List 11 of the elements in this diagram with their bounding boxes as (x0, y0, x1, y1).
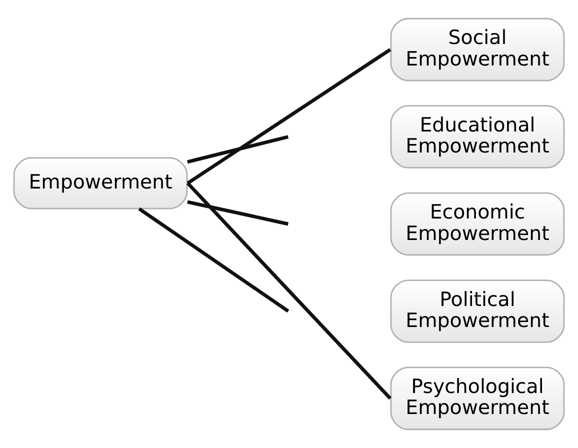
node-box: Political Empowerment (390, 280, 565, 343)
node-box: Educational Empowerment (390, 105, 565, 168)
connector (186, 48, 392, 185)
node-box: Social Empowerment (390, 18, 565, 82)
connector (186, 182, 392, 400)
connector (187, 200, 289, 226)
connector (187, 135, 289, 164)
node-box: Psychological Empowerment (390, 366, 565, 430)
node-box: Empowerment (13, 157, 188, 210)
node-box: Economic Empowerment (390, 192, 565, 256)
connector (138, 207, 290, 313)
